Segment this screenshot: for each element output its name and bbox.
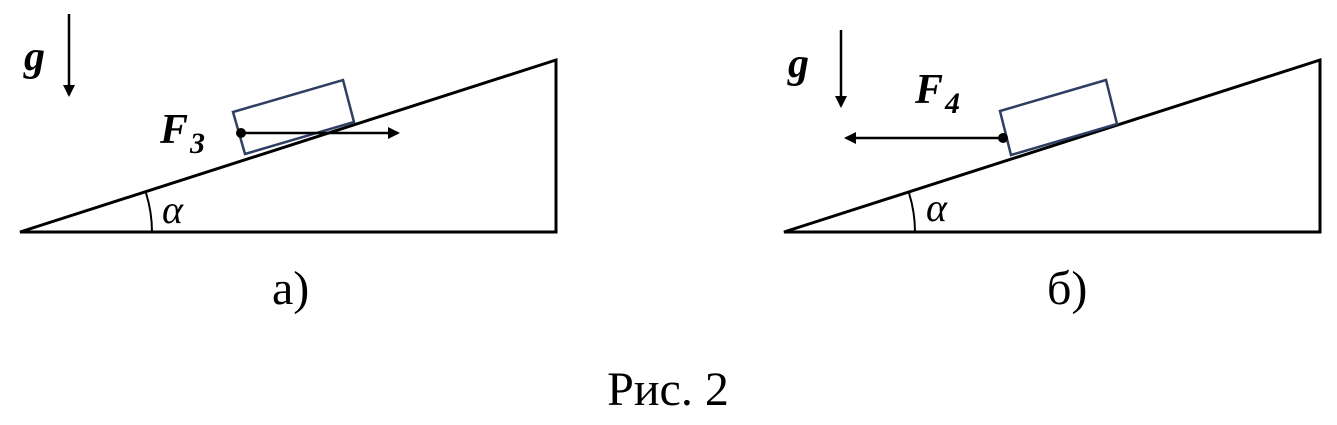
angle-arc-b: [908, 192, 916, 233]
gravity-label-a: g: [23, 34, 45, 80]
force-label-a: F3: [159, 107, 205, 160]
panel-a: g F3 α а): [19, 14, 558, 315]
angle-label-b: α: [926, 185, 948, 230]
panel-label-a: а): [272, 262, 309, 315]
force-origin-b: [998, 133, 1008, 143]
angle-arc-a: [145, 192, 153, 233]
gravity-label-b: g: [787, 41, 809, 87]
panel-b: g F4 α б): [783, 30, 1322, 315]
angle-label-a: α: [162, 187, 184, 232]
force-origin-a: [236, 128, 246, 138]
incline-triangle-b: [783, 57, 1322, 234]
force-label-b: F4: [914, 67, 960, 120]
block-b: [998, 78, 1119, 157]
incline-triangle-a: [19, 57, 558, 234]
figure-caption: Рис. 2: [607, 363, 729, 416]
panel-label-b: б): [1047, 262, 1087, 315]
